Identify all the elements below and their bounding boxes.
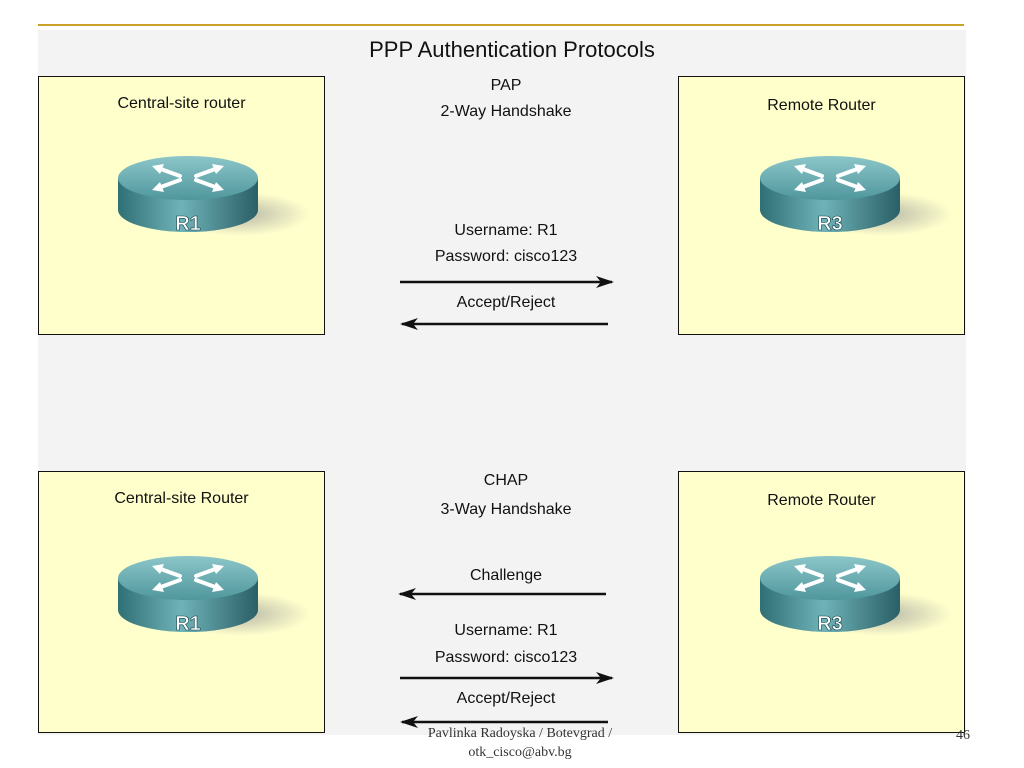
chap-handshake-label: 3-Way Handshake	[440, 501, 572, 518]
pap-router-r3-icon: R3	[760, 156, 952, 236]
chap-router-r3-icon: R3	[760, 556, 952, 636]
pap-router-r1-label: R1	[175, 213, 201, 235]
pap-arrow-left-1	[400, 318, 608, 330]
chap-arrow-left-2	[400, 716, 608, 728]
header-accent-line	[38, 24, 964, 26]
footer-line-2: otk_cisco@abv.bg	[468, 745, 572, 760]
pap-password-message: Password: cisco123	[434, 248, 578, 265]
pap-router-r3-label: R3	[817, 213, 843, 235]
pap-router-r1-icon: R1	[118, 156, 310, 236]
chap-central-site-label: Central-site Router	[114, 490, 249, 507]
chap-arrow-left-1	[398, 588, 606, 600]
footer-line-1: Pavlinka Radoyska / Botevgrad /	[427, 726, 613, 741]
pap-central-site-label: Central-site router	[117, 95, 246, 112]
page-number: 46	[956, 728, 970, 743]
footer-credit: Pavlinka Radoyska / Botevgrad / otk_cisc…	[370, 724, 670, 762]
pap-arrow-right-1	[400, 276, 614, 288]
chap-password-message: Password: cisco123	[434, 649, 578, 666]
pap-username-message: Username: R1	[454, 222, 558, 239]
pap-remote-label: Remote Router	[767, 97, 876, 114]
chap-protocol-name: CHAP	[483, 472, 529, 489]
pap-protocol-name: PAP	[490, 77, 522, 94]
chap-username-message: Username: R1	[454, 622, 558, 639]
pap-handshake-label: 2-Way Handshake	[440, 103, 572, 120]
page-title: PPP Authentication Protocols	[369, 37, 655, 62]
chap-router-r1-label: R1	[175, 613, 201, 635]
chap-arrow-right-1	[400, 672, 614, 684]
pap-accept-reject-message: Accept/Reject	[456, 294, 556, 311]
chap-remote-label: Remote Router	[767, 492, 876, 509]
chap-router-r1-icon: R1	[118, 556, 310, 636]
chap-challenge-message: Challenge	[469, 567, 543, 584]
chap-accept-reject-message: Accept/Reject	[456, 690, 556, 707]
chap-router-r3-label: R3	[817, 613, 843, 635]
